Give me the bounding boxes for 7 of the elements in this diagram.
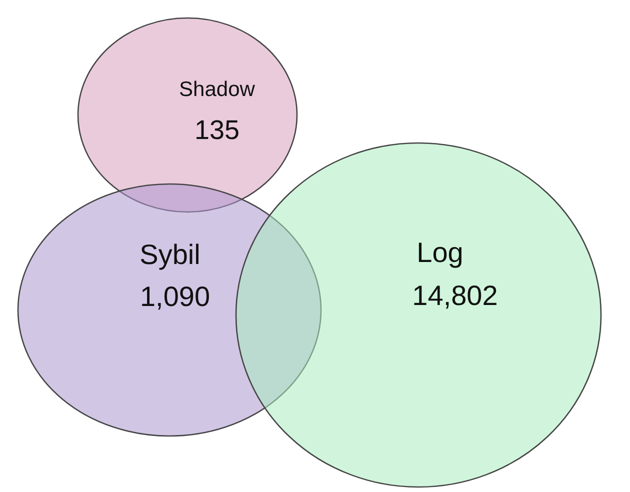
set-count: 14,802 (412, 282, 498, 310)
set-count: 1,090 (140, 283, 210, 311)
set-name: Log (416, 239, 464, 267)
set-name: Sybil (140, 241, 200, 269)
venn-ellipse (235, 142, 602, 488)
set-name: Shadow (179, 79, 255, 100)
set-count: 135 (194, 117, 240, 144)
